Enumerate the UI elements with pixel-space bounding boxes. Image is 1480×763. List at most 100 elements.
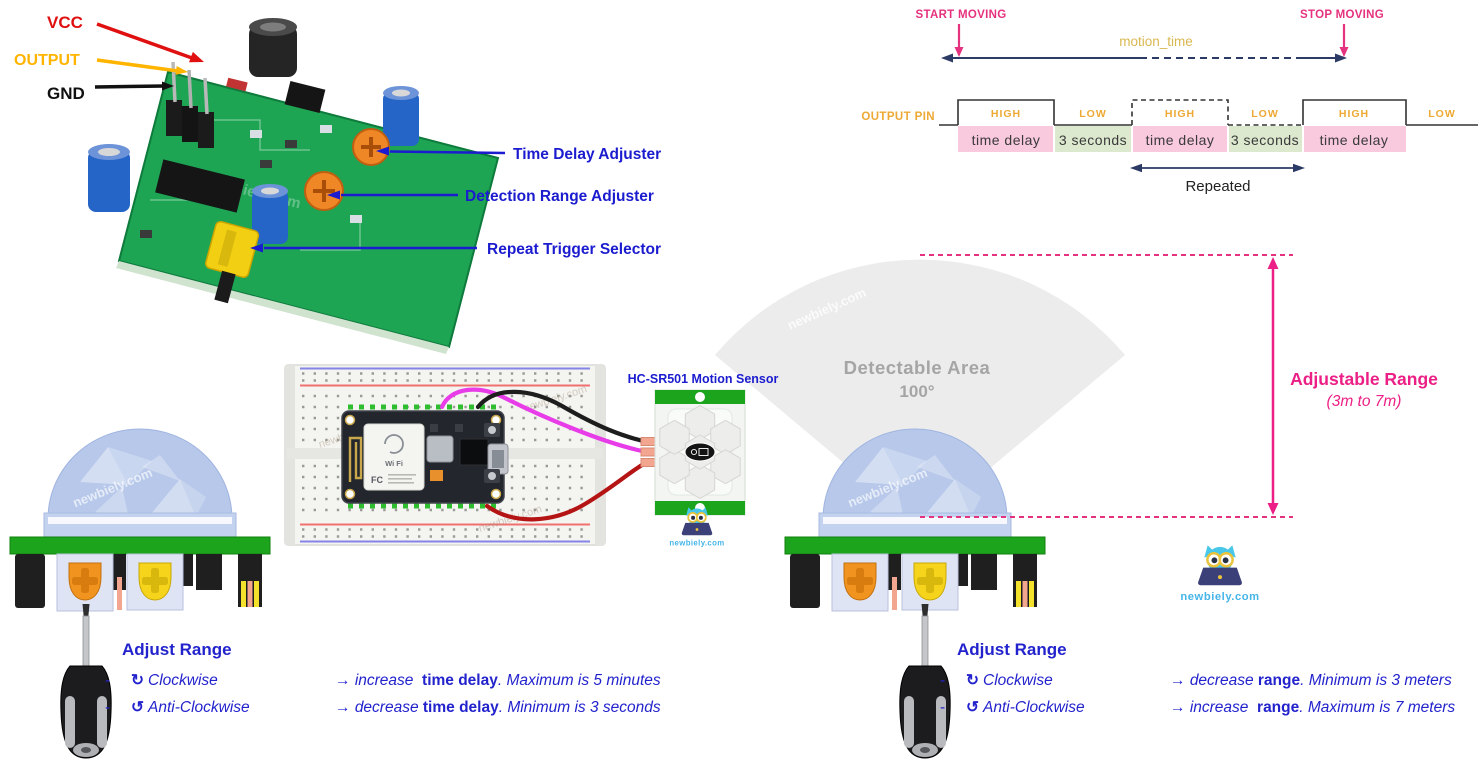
- bullet: -: [105, 672, 111, 689]
- svg-text:Wi Fi: Wi Fi: [385, 459, 403, 468]
- waveform-high-pulse-dashed: [1131, 99, 1229, 125]
- vcc-arrow: [96, 22, 193, 60]
- output-label: OUTPUT: [14, 52, 80, 69]
- duration-label: time delay: [1320, 132, 1389, 148]
- direction-label: Anti-Clockwise: [983, 699, 1085, 716]
- adjustable-range: Adjustable Range (3m to 7m): [920, 254, 1438, 518]
- sensor-pin: [640, 447, 656, 457]
- detection-cone: [715, 259, 1125, 527]
- lens-logo: [684, 442, 716, 462]
- adjust-range-title: Adjust Range: [122, 640, 232, 659]
- duration-label: 3 seconds: [1231, 132, 1299, 148]
- adjust-row: - ↻Clockwise → increase time delay. Maxi…: [105, 671, 725, 690]
- detectable-area: newbiely.com Detectable Area 100°: [715, 259, 1125, 527]
- range-value-label: (3m to 7m): [1327, 393, 1402, 410]
- wifi-logo-icon: [384, 434, 404, 454]
- note: . Maximum is 5 minutes: [497, 672, 661, 689]
- target: time delay: [422, 699, 499, 716]
- sensor-pin: [640, 458, 656, 467]
- arrowhead-icon: [327, 190, 340, 200]
- usb-serial-chip: [459, 438, 489, 466]
- gnd-pin: [171, 61, 177, 103]
- timing-cell: [1055, 126, 1131, 152]
- right-arrowhead-icon: [1293, 163, 1305, 173]
- target: range: [1257, 699, 1300, 716]
- left-arrowhead-icon: [1130, 163, 1142, 173]
- down-arrowhead-icon: [1267, 503, 1279, 515]
- bullet: -: [940, 672, 946, 689]
- svg-text:FC: FC: [371, 475, 383, 485]
- direction-label: Clockwise: [983, 672, 1053, 689]
- vcc-wire-red: [484, 459, 650, 522]
- arrow-icon: →: [1170, 699, 1186, 716]
- gnd-label: GND: [47, 84, 85, 103]
- adjuster-labels: Time Delay Adjuster Detection Range Adju…: [250, 146, 661, 258]
- timing-diagram: START MOVING STOP MOVING motion_time OUT…: [861, 9, 1478, 195]
- duration-label: time delay: [1146, 132, 1215, 148]
- timing-cell: [1133, 126, 1227, 152]
- pin-labels: VCC OUTPUT GND: [14, 13, 204, 103]
- down-arrowhead-icon: [954, 47, 964, 57]
- note: . Minimum is 3 meters: [1300, 672, 1452, 689]
- verb: increase: [1189, 699, 1249, 716]
- gnd-arrow: [94, 84, 165, 89]
- dome-sensor-left: [9, 428, 271, 612]
- lens-hexagons: [659, 405, 741, 499]
- clockwise-icon: ↻: [966, 672, 979, 689]
- adjust-range-title: Adjust Range: [957, 640, 1067, 659]
- repeated-label: Repeated: [1185, 178, 1250, 195]
- capacitor-blue: [88, 150, 130, 212]
- arrowhead-icon: [250, 243, 263, 253]
- regulator: [430, 470, 443, 481]
- vcc-label: VCC: [47, 13, 83, 32]
- mounting-hole: [695, 392, 705, 402]
- adjust-row: - ↺Anti-Clockwise → decrease time delay.…: [105, 698, 725, 717]
- screwdriver-left[interactable]: [60, 603, 112, 759]
- target: time delay: [422, 672, 498, 689]
- level-label: LOW: [1428, 108, 1456, 120]
- pin-header: [198, 112, 214, 148]
- adjust-row: - ↻Clockwise → decrease range. Minimum i…: [940, 671, 1480, 690]
- arrow-icon: →: [335, 699, 351, 716]
- up-arrowhead-icon: [1267, 257, 1279, 269]
- level-label: HIGH: [1339, 108, 1369, 120]
- newbiely-logo-large: [1179, 543, 1261, 605]
- down-arrowhead-icon: [1339, 47, 1349, 57]
- motion-time-label: motion_time: [1119, 34, 1193, 49]
- timing-cell: [1229, 126, 1302, 152]
- vcc-arrowhead-icon: [189, 51, 204, 63]
- capacitor-blue: [383, 92, 419, 146]
- target: range: [1257, 672, 1301, 689]
- pin-header: [182, 106, 198, 142]
- arrow-icon: →: [335, 672, 351, 689]
- output-wire-magenta: [439, 387, 650, 455]
- esp-module: [363, 423, 425, 491]
- gnd-wire-black: [475, 389, 650, 445]
- adjust-range-right: Adjust Range - ↻Clockwise → decrease ran…: [940, 640, 1480, 717]
- output-arrowhead-icon: [175, 66, 188, 75]
- metal-shield: [426, 435, 454, 463]
- repeat-trigger-selector-label: Repeat Trigger Selector: [487, 241, 661, 258]
- wires: [439, 387, 650, 522]
- capacitor-black: [249, 25, 297, 77]
- level-label: HIGH: [991, 108, 1021, 120]
- note: . Maximum is 7 meters: [1299, 699, 1456, 716]
- pir-board-photo: newbiely.com: [88, 18, 500, 354]
- detection-range-adjuster-label: Detection Range Adjuster: [465, 188, 654, 205]
- mounting-hole: [344, 488, 356, 500]
- detectable-area-label: Detectable Area: [844, 357, 991, 378]
- bullet: -: [940, 699, 946, 716]
- right-arrowhead-icon: [1335, 53, 1347, 63]
- note: . Minimum is 3 seconds: [498, 699, 661, 716]
- ic-chip: [155, 159, 245, 213]
- stop-moving-label: STOP MOVING: [1300, 9, 1384, 21]
- detectable-angle-label: 100°: [899, 382, 934, 401]
- clockwise-icon: ↻: [131, 672, 144, 689]
- adjust-row: - ↺Anti-Clockwise → increase range. Maxi…: [940, 698, 1480, 717]
- timing-cell: [1304, 126, 1406, 152]
- adjust-range-left: Adjust Range - ↻Clockwise → increase tim…: [105, 640, 725, 717]
- level-label: HIGH: [1165, 108, 1195, 120]
- timing-cell: [958, 126, 1053, 152]
- output-arrow: [96, 58, 179, 73]
